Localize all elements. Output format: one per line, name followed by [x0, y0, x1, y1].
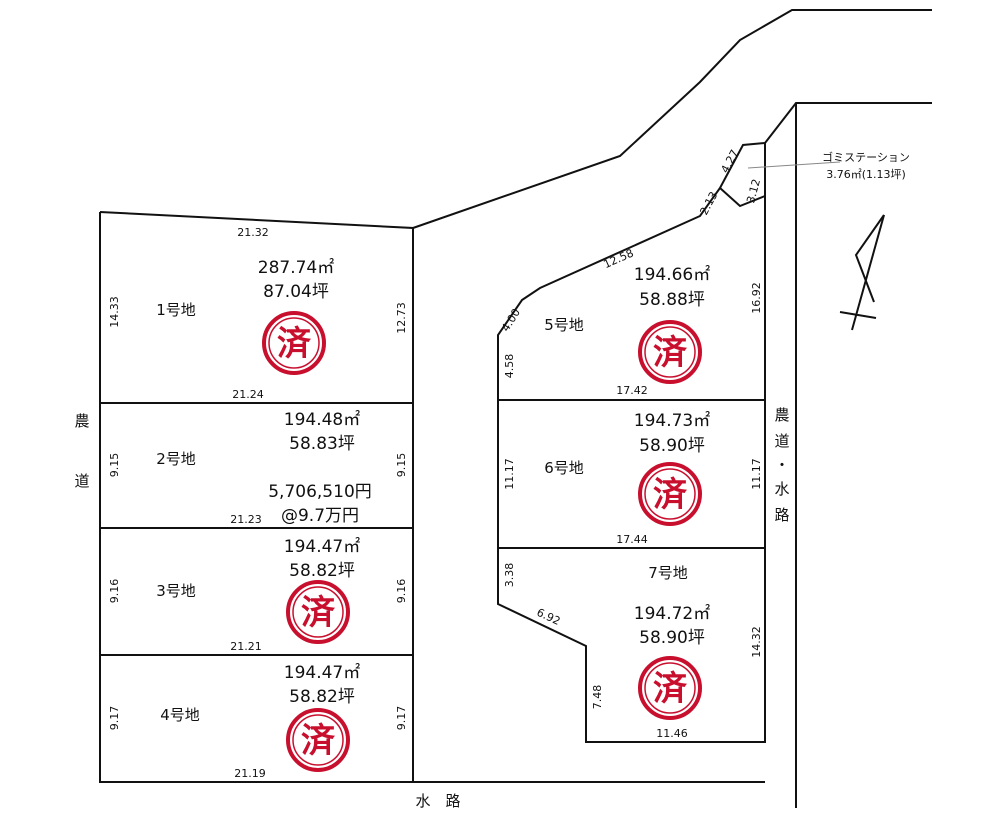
lot-6-area-tsubo: 58.90坪 [639, 436, 705, 456]
dim-lot1-top: 21.32 [237, 226, 269, 239]
lot-2-area-tsubo: 58.83坪 [289, 434, 355, 454]
dim-lot1-left: 14.33 [108, 296, 121, 328]
sold-stamp-char: 済 [301, 593, 336, 633]
gomi-station-label: ゴミステーション [822, 150, 910, 164]
dim-lot2-bottom: 21.23 [230, 513, 262, 526]
sold-stamp-char: 済 [277, 324, 312, 364]
lot-4-area-m2: 194.47㎡ [284, 663, 360, 683]
lot-1-name: 1号地 [156, 301, 196, 319]
dim-lot1-bottom: 21.24 [232, 388, 264, 401]
lot-4-area-tsubo: 58.82坪 [289, 687, 355, 707]
lot-5-area-tsubo: 58.88坪 [639, 290, 705, 310]
lot-7-area-m2: 194.72㎡ [634, 604, 710, 624]
north-arrow-icon [839, 214, 885, 331]
dim-lot4-left: 9.17 [108, 706, 121, 731]
dim-lot1-right: 12.73 [395, 302, 408, 334]
dim-gomi-right: 3.12 [744, 178, 763, 205]
dim-lot3-bottom: 21.21 [230, 640, 262, 653]
gomi-station-outline [719, 187, 766, 208]
sold-stamp: 済 [286, 708, 350, 772]
bottom-waterway-label: 水 路 [415, 792, 460, 810]
sold-stamp-char: 済 [653, 669, 688, 709]
left-road-char-2: 道 [74, 472, 89, 490]
right-road-char-1: 農 [774, 406, 789, 424]
dim-lot7-inner: 7.48 [591, 685, 604, 710]
lot-lines [99, 9, 932, 808]
dim-lot2-right: 9.15 [395, 453, 408, 478]
lot-5-name: 5号地 [544, 316, 584, 334]
dim-lot5-right: 16.92 [750, 282, 763, 314]
lot-7-area-tsubo: 58.90坪 [639, 628, 705, 648]
lot-1-area-tsubo: 87.04坪 [263, 282, 329, 302]
lot-2-unit-price: @9.7万円 [281, 506, 359, 526]
dim-lot3-left: 9.16 [108, 579, 121, 604]
dim-lot6-left: 11.17 [503, 458, 516, 490]
sold-stamp: 済 [638, 462, 702, 526]
dim-lot7-diag: 6.92 [535, 606, 563, 628]
road-edge-upper [412, 9, 932, 229]
dim-lot7-right: 14.32 [750, 626, 763, 658]
lot-6-name: 6号地 [544, 459, 584, 477]
right-road-char-5: 路 [774, 506, 789, 524]
dim-lot7-bottom: 11.46 [656, 727, 688, 740]
sold-stamps: 済 済 済 済 済 済 [262, 311, 702, 772]
sold-stamp: 済 [638, 656, 702, 720]
lot-3-area-m2: 194.47㎡ [284, 537, 360, 557]
dim-lot4-bottom: 21.19 [234, 767, 266, 780]
right-road-char-2: 道 [774, 432, 789, 450]
dim-lot7-left: 3.38 [503, 563, 516, 588]
right-road-char-4: 水 [774, 480, 789, 498]
lot-1-area-m2: 287.74㎡ [258, 258, 334, 278]
lot-7-name: 7号地 [648, 564, 688, 582]
lot-3-area-tsubo: 58.82坪 [289, 561, 355, 581]
sold-stamp: 済 [286, 580, 350, 644]
lot-5-7-outline [497, 142, 766, 743]
dim-lot5-top: 12.58 [602, 246, 636, 271]
lot-6-area-m2: 194.73㎡ [634, 411, 710, 431]
dim-lot5-diag: 4.00 [499, 306, 523, 334]
dim-lot4-right: 9.17 [395, 706, 408, 731]
lot-5-area-m2: 194.66㎡ [634, 265, 710, 285]
lot-2-area-m2: 194.48㎡ [284, 410, 360, 430]
sold-stamp: 済 [638, 320, 702, 384]
dim-lot6-bottom: 17.44 [616, 533, 648, 546]
lot-2-price: 5,706,510円 [268, 482, 372, 502]
dim-lot5-left: 4.58 [503, 354, 516, 379]
dim-lot2-left: 9.15 [108, 453, 121, 478]
left-road-char-1: 農 [74, 412, 89, 430]
lot-2-name: 2号地 [156, 450, 196, 468]
right-road-char-3: ・ [774, 456, 789, 474]
gomi-leader-line [747, 161, 841, 169]
dim-lot5-bottom: 17.42 [616, 384, 648, 397]
sold-stamp-char: 済 [653, 333, 688, 373]
lot-3-name: 3号地 [156, 582, 196, 600]
sold-stamp-char: 済 [301, 721, 336, 761]
sold-stamp: 済 [262, 311, 326, 375]
dim-lot3-right: 9.16 [395, 579, 408, 604]
gomi-station-area: 3.76㎡(1.13坪) [826, 168, 906, 181]
sold-stamp-char: 済 [653, 475, 688, 515]
road-edge-lower [764, 102, 932, 144]
dim-lot6-right: 11.17 [750, 458, 763, 490]
lot-4-name: 4号地 [160, 706, 200, 724]
dim-gomi-top: 4.27 [718, 147, 741, 175]
